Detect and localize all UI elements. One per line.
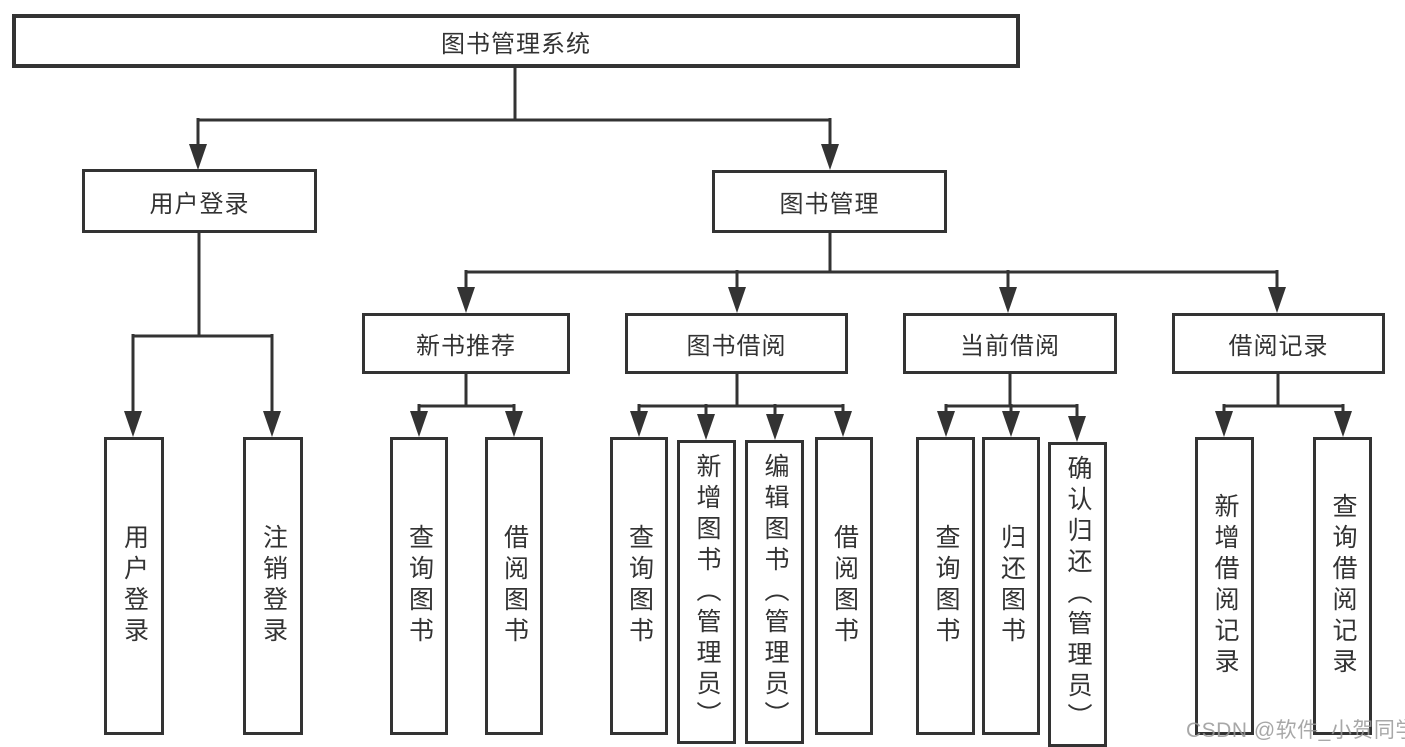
- node-current-borrow: 当前借阅: [903, 313, 1117, 374]
- node-root: 图书管理系统: [12, 14, 1020, 68]
- leaf-label: 查询借阅记录: [1329, 493, 1357, 679]
- leaf-label: 用户登录: [120, 524, 149, 648]
- node-current-borrow-label: 当前借阅: [960, 333, 1060, 360]
- leaf-query-borrow-record: 查询借阅记录: [1313, 437, 1372, 735]
- leaf-label: 借阅图书: [830, 524, 859, 648]
- leaf-query-books-current: 查询图书: [916, 437, 975, 735]
- leaf-edit-books-admin: 编辑图书（管理员）: [745, 440, 804, 744]
- leaf-label: 归还图书: [997, 524, 1026, 648]
- node-borrow-records-label: 借阅记录: [1228, 333, 1329, 360]
- leaf-add-borrow-record: 新增借阅记录: [1195, 437, 1254, 735]
- leaf-label: 新增借阅记录: [1211, 493, 1239, 679]
- node-book-borrow: 图书借阅: [625, 313, 848, 374]
- node-book-management: 图书管理: [712, 170, 947, 233]
- leaf-label: 确认归还（管理员）: [1064, 455, 1092, 734]
- node-root-label: 图书管理系统: [441, 30, 591, 58]
- leaf-borrow-books-recommend: 借阅图书: [485, 437, 543, 735]
- leaf-return-books: 归还图书: [982, 437, 1040, 735]
- leaf-query-books-recommend: 查询图书: [390, 437, 448, 735]
- leaf-label: 编辑图书（管理员）: [761, 452, 789, 732]
- leaf-logout: 注销登录: [243, 437, 303, 735]
- node-new-book-recommend: 新书推荐: [362, 313, 570, 374]
- node-user-login-label: 用户登录: [149, 190, 250, 218]
- node-book-management-label: 图书管理: [779, 191, 880, 218]
- leaf-query-books-borrow: 查询图书: [610, 437, 668, 735]
- leaf-add-books-admin: 新增图书（管理员）: [677, 440, 736, 744]
- leaf-borrow-books: 借阅图书: [815, 437, 873, 735]
- leaf-label: 注销登录: [259, 524, 288, 648]
- leaf-label: 新增图书（管理员）: [693, 452, 721, 732]
- node-new-book-recommend-label: 新书推荐: [416, 333, 516, 360]
- node-book-borrow-label: 图书借阅: [686, 333, 787, 360]
- leaf-confirm-return-admin: 确认归还（管理员）: [1048, 442, 1107, 747]
- node-user-login: 用户登录: [82, 169, 317, 233]
- leaf-label: 查询图书: [405, 524, 434, 648]
- node-borrow-records: 借阅记录: [1172, 313, 1385, 374]
- leaf-label: 查询图书: [932, 524, 960, 648]
- leaf-user-login: 用户登录: [104, 437, 164, 735]
- leaf-label: 借阅图书: [500, 524, 529, 648]
- leaf-label: 查询图书: [625, 524, 654, 648]
- csdn-watermark: CSDN @软件_小贺同学: [1186, 719, 1405, 742]
